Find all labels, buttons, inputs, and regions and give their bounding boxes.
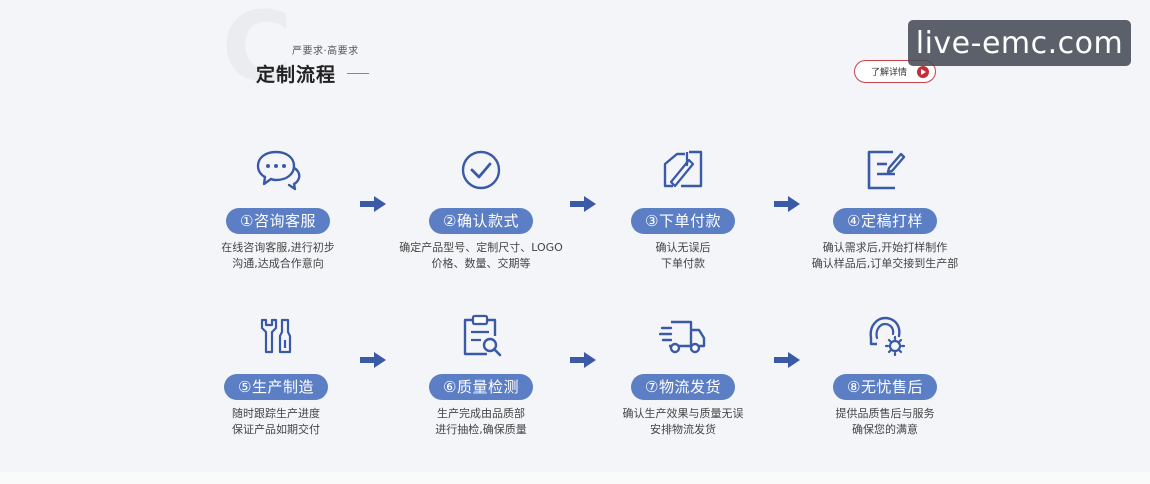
step-sample: ④定稿打样 确认需求后,开始打样制作确认样品后,订单交接到生产部	[785, 146, 985, 272]
step-description: 确认需求后,开始打样制作确认样品后,订单交接到生产部	[811, 241, 959, 270]
step-after-sales: ⑧无忧售后 提供品质售后与服务确保您的满意	[785, 312, 985, 438]
step-label: ①咨询客服	[226, 208, 330, 234]
tools-icon	[260, 318, 292, 354]
step-description: 提供品质售后与服务确保您的满意	[835, 407, 935, 436]
title-divider	[347, 73, 369, 74]
support-gear-icon	[869, 316, 906, 357]
edit-form-icon	[867, 150, 906, 190]
step-consult: ①咨询客服 在线咨询客服,进行初步沟通,达成合作意向	[178, 146, 378, 272]
section-subtitle: 严要求·高要求	[292, 46, 359, 57]
step-label: ⑥质量检测	[429, 374, 533, 400]
play-icon	[917, 65, 930, 78]
check-circle-icon	[461, 150, 501, 190]
background-letter-decoration: C	[222, 0, 293, 103]
footer-band	[0, 472, 1150, 484]
watermark: live-emc.com	[908, 20, 1131, 66]
step-label: ③下单付款	[631, 208, 735, 234]
step-description: 在线咨询客服,进行初步沟通,达成合作意向	[221, 241, 335, 270]
step-order-payment: ③下单付款 确认无误后下单付款	[583, 146, 783, 272]
step-label: ⑤生产制造	[224, 374, 328, 400]
order-pen-icon	[663, 150, 703, 188]
step-label: ⑧无忧售后	[833, 374, 937, 400]
step-quality-check: ⑥质量检测 生产完成由品质部进行抽检,确保质量	[381, 312, 581, 438]
arrow-right-icon	[360, 352, 386, 368]
arrow-right-icon	[774, 196, 800, 212]
step-label: ②确认款式	[429, 208, 533, 234]
clipboard-search-icon	[463, 314, 502, 357]
step-description: 确认无误后下单付款	[655, 241, 711, 270]
chat-bubbles-icon	[256, 150, 301, 191]
step-description: 确认生产效果与质量无误安排物流发货	[622, 407, 744, 436]
learn-more-label: 了解详情	[871, 68, 908, 78]
arrow-right-icon	[570, 196, 596, 212]
step-label: ⑦物流发货	[631, 374, 735, 400]
arrow-right-icon	[774, 352, 800, 368]
step-label: ④定稿打样	[833, 208, 937, 234]
step-production: ⑤生产制造 随时跟踪生产进度保证产品如期交付	[176, 312, 376, 438]
delivery-truck-icon	[659, 320, 706, 354]
arrow-right-icon	[570, 352, 596, 368]
page-title: 定制流程	[256, 64, 337, 86]
step-description: 随时跟踪生产进度保证产品如期交付	[232, 407, 320, 436]
step-shipping: ⑦物流发货 确认生产效果与质量无误安排物流发货	[583, 312, 783, 438]
step-description: 生产完成由品质部进行抽检,确保质量	[435, 407, 527, 436]
arrow-right-icon	[360, 196, 386, 212]
